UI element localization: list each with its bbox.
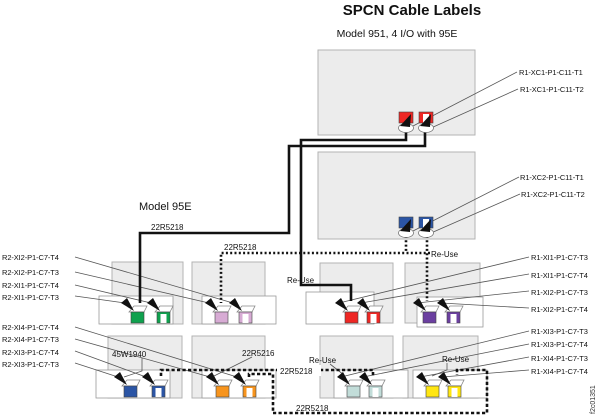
green-connector-striped <box>147 298 174 324</box>
cable-label-reuse-yellow: Re-Use <box>442 355 470 364</box>
cable-label-22r5218-bottom: 22R5218 <box>296 404 329 413</box>
page-title: SPCN Cable Labels <box>343 2 481 19</box>
label-r2xi1-t4: R2-XI1-P1-C7-T4 <box>2 281 59 290</box>
leader-22r5216 <box>213 356 253 377</box>
label-r1xi3-t3: R1-XI3-P1-C7-T3 <box>531 327 588 336</box>
cable-label-22r5218-mid: 22R5218 <box>280 367 313 376</box>
rack2-box <box>317 151 476 240</box>
label-r2xi1-t3: R2-XI1-P1-C7-T3 <box>2 293 59 302</box>
page-subtitle: Model 951, 4 I/O with 95E <box>337 28 458 40</box>
yellow-connector-striped <box>438 372 465 398</box>
rack2-connector-solid <box>398 216 414 238</box>
label-r2xi2-t3: R2-XI2-P1-C7-T3 <box>2 268 59 277</box>
leader-xi3-t4 <box>362 343 530 378</box>
label-r1xi2-t4: R1-XI2-P1-C7-T4 <box>531 305 588 314</box>
rack1-connector-striped <box>418 111 434 133</box>
cable-label-22r5216: 22R5216 <box>242 349 275 358</box>
label-r2xi3-t3: R2-XI3-P1-C7-T3 <box>2 360 59 369</box>
leader-xi4-t4 <box>441 369 530 378</box>
cable-reuse-to-red-unit <box>299 131 408 301</box>
label-rack2-t2: R1-XC2-P1-C11-T2 <box>521 190 585 199</box>
rack1-box <box>317 49 476 136</box>
cable-label-reuse-purple: Re-Use <box>431 250 459 259</box>
leader-xi2-t4 <box>440 302 530 309</box>
label-r1xi1-t4: R1-XI1-P1-C7-T4 <box>531 271 588 280</box>
leader-xi1-t4 <box>360 273 530 304</box>
label-rack1-t2: R1-XC1-P1-C11-T2 <box>520 85 584 94</box>
purple-connector-striped <box>437 298 464 324</box>
rack2-connector-striped <box>418 216 434 238</box>
blue-connector-solid <box>114 372 141 398</box>
label-rack1-t1: R1-XC1-P1-C11-T1 <box>519 68 583 77</box>
model-95e-label: Model 95E <box>139 201 192 213</box>
cable-label-45w1940: 45W1940 <box>112 350 147 359</box>
leader-r2xi4-t4 <box>74 326 238 378</box>
label-r2xi4-t4: R2-XI4-P1-C7-T4 <box>2 323 59 332</box>
label-r1xi1-t3: R1-XI1-P1-C7-T3 <box>531 253 588 262</box>
cable-label-reuse-teal: Re-Use <box>309 356 337 365</box>
green-connector-solid <box>121 298 148 324</box>
label-backing <box>277 365 321 376</box>
blue-connector-striped <box>142 372 169 398</box>
leader-r2xi3-t4 <box>74 350 147 378</box>
red-connector-striped <box>357 298 384 324</box>
pink-connector-solid <box>205 298 232 324</box>
label-rack2-t1: R1-XC2-P1-C11-T1 <box>520 173 584 182</box>
label-r1xi2-t3: R1-XI2-P1-C7-T3 <box>531 288 588 297</box>
leader-xi2-t3 <box>416 290 530 304</box>
label-r1xi4-t4: R1-XI4-P1-C7-T4 <box>531 367 588 376</box>
leader-r2xi1-t4 <box>74 284 152 304</box>
label-r2xi4-t3: R2-XI4-P1-C7-T3 <box>2 335 59 344</box>
cable-22r5218-to-pink-unit <box>219 251 430 303</box>
leader-r2xi1-t3 <box>74 295 126 304</box>
rack1-connector-solid <box>398 111 414 133</box>
teal-connector-solid <box>337 372 364 398</box>
leader-r2xi3-t3 <box>74 362 119 378</box>
orange-connector-striped <box>233 372 260 398</box>
leader-rack2-t2 <box>430 193 521 234</box>
yellow-connector-solid <box>416 372 443 398</box>
label-r2xi3-t4: R2-XI3-P1-C7-T4 <box>2 348 59 357</box>
cable-label-22r5218-pink: 22R5218 <box>224 243 257 252</box>
cable-22r5218-blue-to-teal <box>159 368 375 376</box>
teal-connector-striped <box>359 372 386 398</box>
purple-connector-solid <box>413 298 440 324</box>
label-r2xi2-t4: R2-XI2-P1-C7-T4 <box>2 253 59 262</box>
red-connector-solid <box>335 298 362 324</box>
leader-r2xi2-t3 <box>74 271 210 304</box>
cable-label-reuse-red: Re-Use <box>287 276 315 285</box>
leader-r2xi2-t4 <box>74 256 234 304</box>
cable-22r5218-to-green-unit <box>138 131 427 303</box>
label-r1xi4-t3: R1-XI4-P1-C7-T3 <box>531 354 588 363</box>
leader-45w1940 <box>123 358 143 378</box>
orange-connector-solid <box>206 372 233 398</box>
pink-connector-striped <box>229 298 256 324</box>
leader-r2xi4-t3 <box>74 338 211 378</box>
leader-reuse-yellow <box>431 363 448 377</box>
cable-label-22r5218-green: 22R5218 <box>151 223 184 232</box>
label-r1xi3-t4: R1-XI3-P1-C7-T4 <box>531 340 588 349</box>
figure-id: f2c01351 <box>590 385 597 414</box>
leader-xi1-t3 <box>338 256 530 304</box>
spcn-cables <box>138 131 489 415</box>
cable-22r5218-orange-to-yellow <box>247 368 489 415</box>
leader-rack1-t2 <box>430 88 519 129</box>
